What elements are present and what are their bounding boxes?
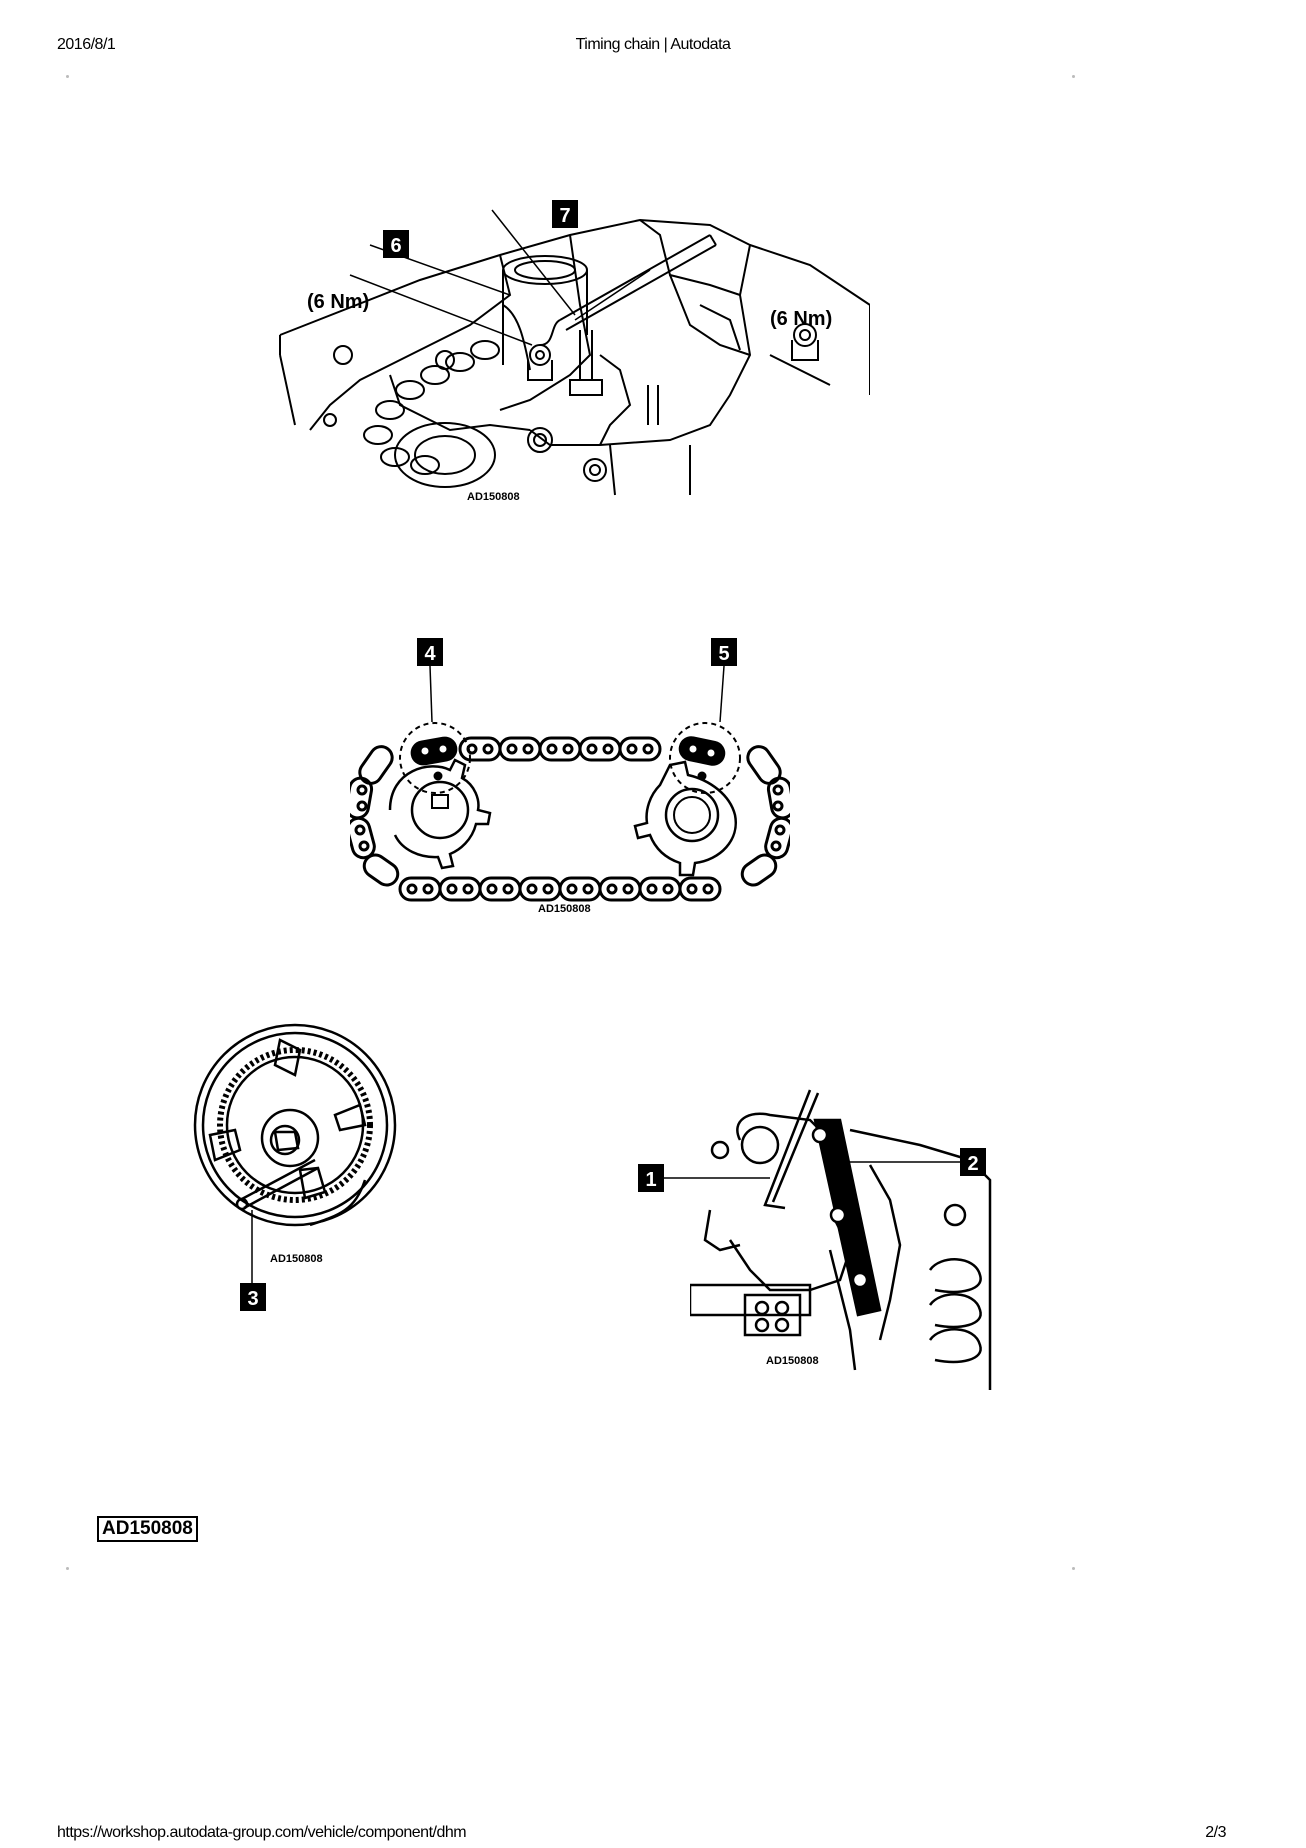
figure-2-code: AD150808 [538, 903, 591, 915]
callout-7: 7 [559, 205, 570, 227]
footer-url[interactable]: https://workshop.autodata-group.com/vehi… [57, 1824, 467, 1841]
figure-1-code: AD150808 [467, 491, 520, 503]
figure-locking-tool [690, 1089, 992, 1390]
footer-page: 2/3 [1205, 1824, 1226, 1841]
callout-2: 2 [967, 1153, 978, 1175]
callout-2-box [960, 1148, 986, 1176]
header-date: 2016/8/1 [57, 36, 116, 53]
callout-4-box [417, 638, 443, 666]
margin-dot [1072, 75, 1075, 78]
callout-1: 1 [645, 1169, 656, 1191]
figure-engine-tensioner [279, 209, 870, 496]
callout-4: 4 [424, 643, 436, 665]
callout-3-box [240, 1283, 266, 1311]
torque-right: (6 Nm) [770, 308, 832, 330]
callout-6-box [383, 230, 409, 258]
callout-1-box [638, 1164, 664, 1192]
figure-3-code: AD150808 [270, 1253, 323, 1265]
callout-5-box [711, 638, 737, 666]
margin-dot [66, 1567, 69, 1570]
callout-7-box [552, 200, 578, 228]
margin-dot [66, 75, 69, 78]
figure-4-code: AD150808 [766, 1355, 819, 1367]
header-title: Timing chain | Autodata [575, 36, 731, 53]
callout-3: 3 [247, 1288, 258, 1310]
margin-dot [1072, 1567, 1075, 1570]
callout-6: 6 [390, 235, 401, 257]
callout-5: 5 [718, 643, 729, 665]
torque-left: (6 Nm) [307, 291, 369, 313]
figure-crankshaft-pulley [193, 1023, 397, 1227]
figure-timing-chain [350, 722, 790, 902]
reference-label: AD150808 [97, 1516, 198, 1542]
